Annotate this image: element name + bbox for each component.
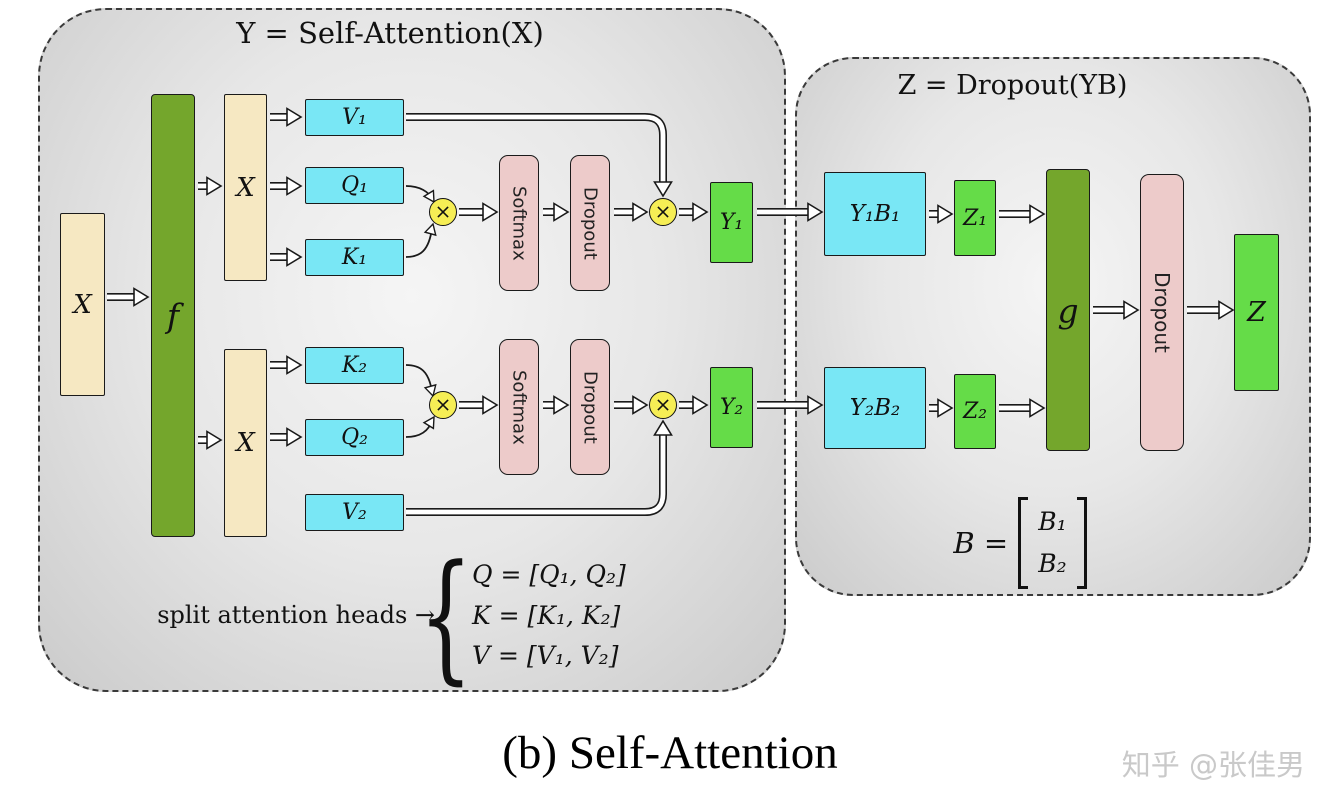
left-panel-title: Y = Self-Attention(X) <box>236 16 544 50</box>
brace: { <box>419 546 473 688</box>
k2-box: K₂ <box>305 347 404 384</box>
multiply-icon <box>657 206 669 218</box>
v2-box: V₂ <box>305 494 404 531</box>
x-head2-box: X <box>224 349 267 537</box>
y2-box: Y₂ <box>710 367 753 448</box>
figure-caption: (b) Self-Attention <box>502 727 838 779</box>
equation-k: K = [K₁, K₂] <box>472 601 621 630</box>
multiply-icon <box>437 399 449 411</box>
matrix-row-b2: B₂ <box>1038 549 1067 578</box>
input-x-box: X <box>60 213 105 396</box>
softmax-head1-box: Softmax <box>499 155 539 291</box>
multiply-node-av1 <box>649 198 677 226</box>
k1-box: K₁ <box>305 239 404 276</box>
multiply-node-qk2 <box>429 391 457 419</box>
dropout-head1-box: Dropout <box>570 155 610 291</box>
z-output-box: Z <box>1234 234 1279 391</box>
matrix-row-b1: B₁ <box>1038 507 1067 536</box>
matrix-rows: B₁ B₂ <box>1038 501 1066 585</box>
dropout-head2-box: Dropout <box>570 339 610 475</box>
multiply-icon <box>437 206 449 218</box>
y1-box: Y₁ <box>710 182 753 263</box>
z2-box: Z₂ <box>954 374 996 449</box>
b-matrix-equation: B = B₁ B₂ <box>915 494 1125 592</box>
v1-box: V₁ <box>305 99 404 136</box>
y1b1-box: Y₁B₁ <box>824 172 926 256</box>
brace-glyph: { <box>418 534 474 699</box>
q1-box: Q₁ <box>305 167 404 204</box>
multiply-node-qk1 <box>429 198 457 226</box>
multiply-icon <box>657 399 669 411</box>
right-panel-title: Z = Dropout(YB) <box>897 70 1128 101</box>
f-projection-box: f <box>151 94 195 537</box>
split-heads-note: split attention heads → <box>157 601 435 629</box>
dropout-output-box: Dropout <box>1140 174 1184 451</box>
y2b2-box: Y₂B₂ <box>824 367 926 449</box>
matrix-bracket-right <box>1076 497 1087 589</box>
equation-q: Q = [Q₁, Q₂] <box>472 560 626 589</box>
q2-box: Q₂ <box>305 419 404 456</box>
softmax-head2-box: Softmax <box>499 339 539 475</box>
matrix-bracket-left <box>1018 497 1029 589</box>
equation-v: V = [V₁, V₂] <box>472 641 619 670</box>
watermark: 知乎 @张佳男 <box>1121 748 1305 782</box>
x-head1-box: X <box>224 94 267 281</box>
b-equation-lhs: B = <box>953 526 1009 560</box>
z1-box: Z₁ <box>954 180 996 256</box>
g-projection-box: g <box>1046 169 1090 451</box>
multiply-node-av2 <box>649 391 677 419</box>
